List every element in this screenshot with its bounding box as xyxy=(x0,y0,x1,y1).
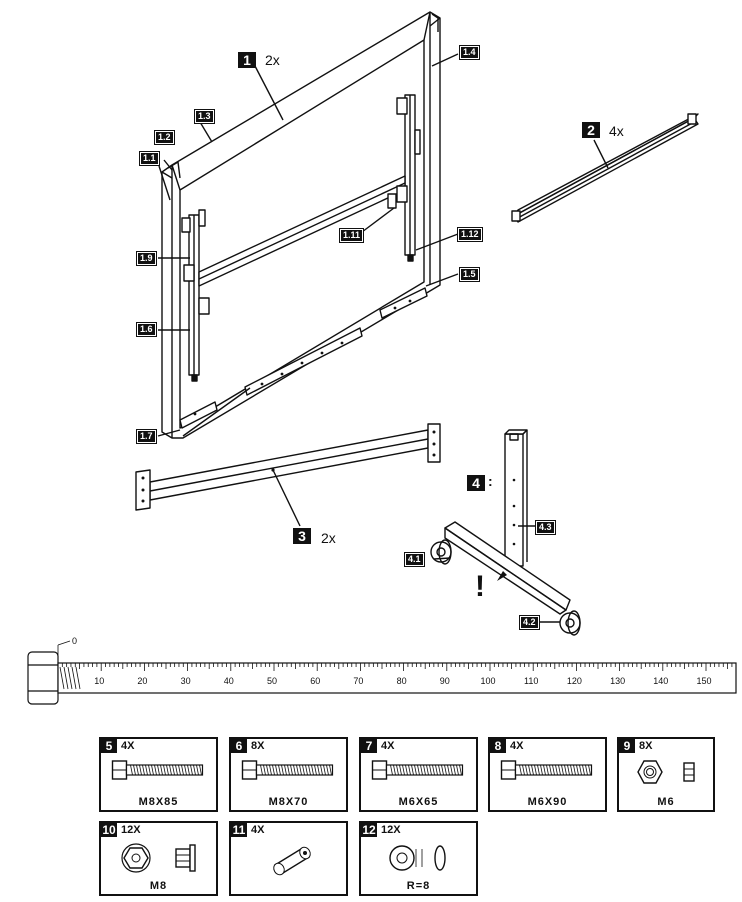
hardware-item: 11 4X xyxy=(229,821,348,896)
bolt-length-ruler: 0 10 20 30 40 50 60 70 80 90 100 110 120 130 140 150 xyxy=(27,636,737,705)
ruler-tick-label: 70 xyxy=(353,676,363,686)
hardware-item-spec: M8X70 xyxy=(268,796,309,808)
callout-4-2: 4.2 xyxy=(519,615,540,630)
ruler-tick-label: 120 xyxy=(567,676,582,686)
hardware-item-number: 9 xyxy=(619,739,635,753)
ruler-tick-label: 40 xyxy=(224,676,234,686)
hardware-item: 10 12X M8 xyxy=(99,821,218,896)
callout-1-3: 1.3 xyxy=(194,109,215,124)
hardware-item-spec: M6X65 xyxy=(398,796,439,808)
bolt-icon xyxy=(101,757,216,788)
hardware-item-quantity: 4X xyxy=(510,740,524,752)
cross-bar-part-3 xyxy=(135,423,441,527)
hardware-item: 7 4X M6X65 xyxy=(359,737,478,812)
hardware-item-number: 11 xyxy=(231,823,247,837)
table-frame-part-1 xyxy=(157,11,459,439)
warning-arrow-icon xyxy=(497,571,507,581)
ruler-tick-label: 140 xyxy=(653,676,668,686)
hardware-item-quantity: 4X xyxy=(121,740,135,752)
part-3-number: 3 xyxy=(293,528,311,544)
callout-1-9: 1.9 xyxy=(136,251,157,266)
hardware-item-spec: R=8 xyxy=(406,880,431,892)
callout-1-11: 1.11 xyxy=(338,228,365,243)
bolt-icon xyxy=(490,757,605,788)
ruler-tick-label: 130 xyxy=(610,676,625,686)
assembly-illustration xyxy=(135,11,699,636)
side-rail-part-2 xyxy=(511,113,699,223)
ruler-tick-label: 60 xyxy=(310,676,320,686)
ruler-bolt-head xyxy=(27,651,59,705)
part-2-quantity: 4x xyxy=(609,123,624,139)
hardware-item: 9 8X M6 xyxy=(617,737,715,812)
leg-assembly-part-4 xyxy=(430,429,581,636)
ruler-tick-label: 30 xyxy=(181,676,191,686)
ruler-tick-label: 10 xyxy=(94,676,104,686)
hardware-item-quantity: 12X xyxy=(121,824,141,836)
callout-4-3: 4.3 xyxy=(535,520,556,535)
callout-1-6: 1.6 xyxy=(136,322,157,337)
barrel-nut-icon xyxy=(231,841,346,882)
ruler-tick-label: 20 xyxy=(137,676,147,686)
hardware-item-number: 10 xyxy=(101,823,117,837)
callout-4-1: 4.1 xyxy=(404,552,425,567)
hardware-item-number: 5 xyxy=(101,739,117,753)
warning-exclamation: ! xyxy=(475,570,485,603)
part-2-number: 2 xyxy=(582,122,600,138)
hardware-item-quantity: 8X xyxy=(639,740,653,752)
hardware-item: 12 12X R=8 xyxy=(359,821,478,896)
ruler-tick-label: 50 xyxy=(267,676,277,686)
bolt-icon xyxy=(361,757,476,788)
flange-nut-icon xyxy=(101,841,216,880)
hardware-item-quantity: 4X xyxy=(381,740,395,752)
ruler-tick-label: 150 xyxy=(696,676,711,686)
hardware-item-quantity: 4X xyxy=(251,824,265,836)
part-4-colon: : xyxy=(488,473,493,489)
ruler-tick-label: 80 xyxy=(397,676,407,686)
hardware-item-number: 12 xyxy=(361,823,377,837)
callout-1-5: 1.5 xyxy=(459,267,480,282)
part-1-quantity: 2x xyxy=(265,52,280,68)
hardware-item: 8 4X M6X90 xyxy=(488,737,607,812)
callout-1-2: 1.2 xyxy=(154,130,175,145)
hardware-item-number: 7 xyxy=(361,739,377,753)
callout-1-1: 1.1 xyxy=(139,151,160,166)
hardware-item: 5 4X M8X85 xyxy=(99,737,218,812)
hex-nut-icon xyxy=(619,757,713,792)
ruler-tick-label: 100 xyxy=(480,676,495,686)
hardware-item-quantity: 12X xyxy=(381,824,401,836)
hardware-item-spec: M6X90 xyxy=(527,796,568,808)
washer-icon xyxy=(361,841,476,880)
hardware-item-number: 8 xyxy=(490,739,506,753)
hardware-item: 6 8X M8X70 xyxy=(229,737,348,812)
part-4-number: 4 xyxy=(467,475,485,491)
part-1-number: 1 xyxy=(238,52,256,68)
hardware-item-spec: M8 xyxy=(149,880,168,892)
ruler-tick-label: 110 xyxy=(524,676,538,686)
callout-1-12: 1.12 xyxy=(457,227,483,242)
hardware-item-quantity: 8X xyxy=(251,740,265,752)
ruler-tick-label: 90 xyxy=(440,676,450,686)
bolt-icon xyxy=(231,757,346,788)
ruler-zero-label: 0 xyxy=(72,636,77,646)
hardware-item-number: 6 xyxy=(231,739,247,753)
part-3-quantity: 2x xyxy=(321,530,336,546)
hardware-item-spec: M8X85 xyxy=(138,796,179,808)
callout-1-4: 1.4 xyxy=(459,45,480,60)
callout-1-7: 1.7 xyxy=(136,429,157,444)
hardware-item-spec: M6 xyxy=(657,796,675,808)
